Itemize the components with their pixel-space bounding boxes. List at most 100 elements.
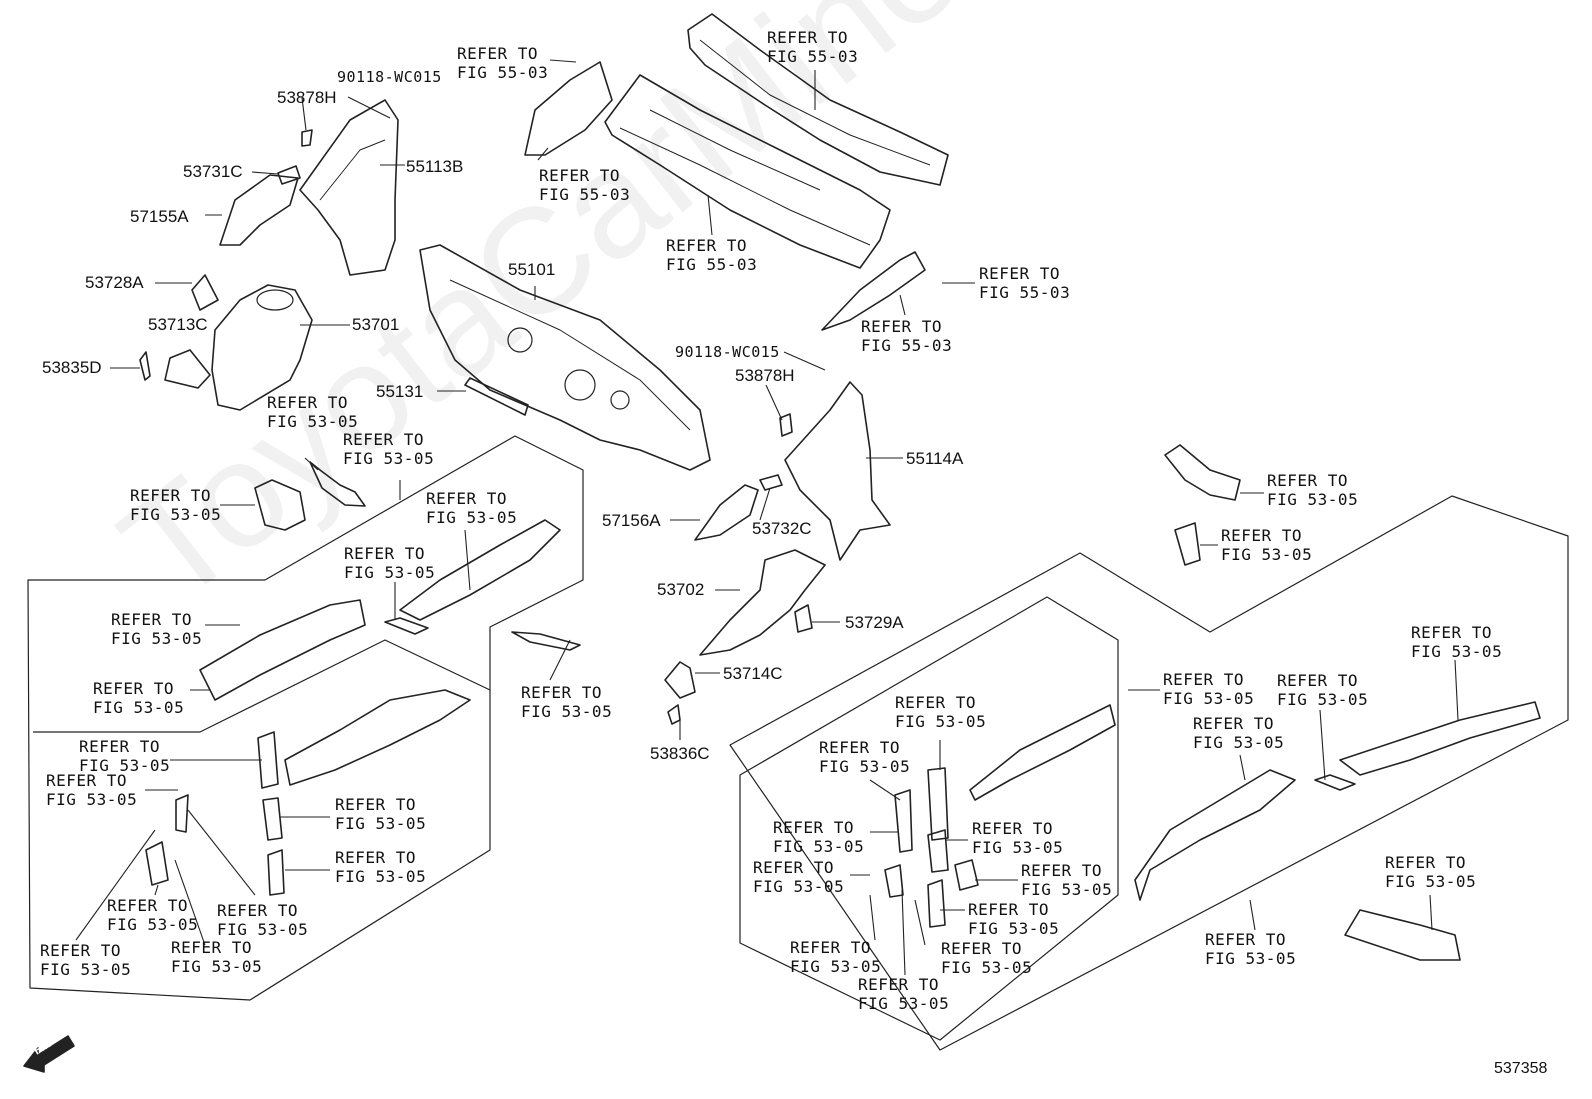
refer-fig-53-05[interactable]: REFER TO FIG 53-05 <box>773 818 865 856</box>
bracket-53729A <box>794 604 813 633</box>
right-inner-boundary <box>739 596 1119 1041</box>
label-90118-WC015-left: 90118-WC015 <box>337 68 442 86</box>
label-55101: 55101 <box>508 260 556 279</box>
refer-fig-53-05[interactable]: REFER TO FIG 53-05 <box>344 544 436 582</box>
label-53732C: 53732C <box>752 519 812 538</box>
right-assembly-boundary <box>729 495 1569 1051</box>
refer-fig-53-05[interactable]: REFER TO FIG 53-05 <box>130 486 222 524</box>
refer-fig-53-05[interactable]: REFER TO FIG 53-05 <box>267 393 359 431</box>
cowl-panel <box>604 74 891 269</box>
bracket-left-b <box>262 797 283 841</box>
rail-right-long <box>1339 701 1541 776</box>
apron-upper-left <box>211 284 313 411</box>
bracket-right-small <box>1174 522 1201 566</box>
bracket-right-inner-c <box>927 879 946 928</box>
label-53878H-left: 53878H <box>277 88 337 107</box>
bracket-right-inner-a <box>927 767 949 841</box>
cowl-top-outer <box>687 13 949 186</box>
label-53731C: 53731C <box>183 162 243 181</box>
dash-panel <box>419 244 711 471</box>
rail-left-long <box>399 519 561 621</box>
fender-apron-right <box>694 484 759 541</box>
refer-fig-53-05[interactable]: REFER TO FIG 53-05 <box>1267 471 1359 509</box>
clip-53835D <box>139 351 151 381</box>
refer-fig-53-05[interactable]: REFER TO FIG 53-05 <box>79 737 171 775</box>
refer-fig-55-03[interactable]: REFER TO FIG 55-03 <box>767 28 859 66</box>
refer-fig-53-05[interactable]: REFER TO FIG 53-05 <box>521 683 613 721</box>
dash-bracket <box>464 377 529 416</box>
diagram-id: 537358 <box>1494 1060 1548 1077</box>
refer-fig-53-05[interactable]: REFER TO FIG 53-05 <box>790 938 882 976</box>
plate-right-small <box>1314 774 1356 791</box>
refer-fig-53-05[interactable]: REFER TO FIG 53-05 <box>426 489 518 527</box>
refer-fig-53-05[interactable]: REFER TO FIG 53-05 <box>1021 861 1113 899</box>
refer-fig-53-05[interactable]: REFER TO FIG 53-05 <box>343 430 435 468</box>
panel-left-small-b <box>309 461 366 507</box>
sidemember-right-lower <box>1134 769 1296 901</box>
bracket-left-e <box>145 841 169 886</box>
bracket-right-inner-b <box>927 829 949 873</box>
label-53713C: 53713C <box>148 315 208 334</box>
refer-fig-53-05[interactable]: REFER TO FIG 53-05 <box>858 975 950 1013</box>
refer-fig-53-05[interactable]: REFER TO FIG 53-05 <box>1163 670 1255 708</box>
label-53729A: 53729A <box>845 613 904 632</box>
brace-53713C <box>164 349 211 389</box>
label-53835D: 53835D <box>42 358 102 377</box>
refer-fig-53-05[interactable]: REFER TO FIG 53-05 <box>335 795 427 833</box>
bracket-53728A <box>191 274 219 311</box>
refer-fig-53-05[interactable]: REFER TO FIG 53-05 <box>107 896 199 934</box>
label-53728A: 53728A <box>85 273 144 292</box>
left-assembly-boundary <box>27 435 584 1001</box>
refer-fig-53-05[interactable]: REFER TO FIG 53-05 <box>1205 930 1297 968</box>
plate-53732C <box>759 474 783 491</box>
rail-left-upper <box>199 599 366 701</box>
cowl-side-left <box>299 99 399 276</box>
refer-fig-53-05[interactable]: REFER TO FIG 53-05 <box>217 901 309 939</box>
plate-53731C <box>277 165 301 185</box>
left-inner-boundary <box>33 639 491 733</box>
refer-fig-53-05[interactable]: REFER TO FIG 53-05 <box>171 938 263 976</box>
cowl-side-bracket-right <box>821 251 926 331</box>
cowl-side-right <box>784 381 891 561</box>
refer-fig-53-05[interactable]: REFER TO FIG 53-05 <box>93 679 185 717</box>
bracket-right-inner-f <box>884 864 904 898</box>
sidemember-right-upper <box>969 704 1116 801</box>
refer-fig-53-05[interactable]: REFER TO FIG 53-05 <box>972 819 1064 857</box>
refer-fig-53-05[interactable]: REFER TO FIG 53-05 <box>46 771 138 809</box>
refer-fig-53-05[interactable]: REFER TO FIG 53-05 <box>968 900 1060 938</box>
refer-fig-53-05[interactable]: REFER TO FIG 53-05 <box>753 858 845 896</box>
refer-fig-55-03[interactable]: REFER TO FIG 55-03 <box>861 317 953 355</box>
refer-fig-53-05[interactable]: REFER TO FIG 53-05 <box>895 693 987 731</box>
label-53702: 53702 <box>657 580 705 599</box>
refer-fig-53-05[interactable]: REFER TO FIG 53-05 <box>40 941 132 979</box>
plate-mid <box>511 631 581 651</box>
bracket-right-inner-e <box>894 789 913 853</box>
extension-right-bottom <box>1344 909 1461 961</box>
refer-fig-53-05[interactable]: REFER TO FIG 53-05 <box>941 939 1033 977</box>
fender-apron-left <box>219 174 299 246</box>
refer-fig-55-03[interactable]: REFER TO FIG 55-03 <box>539 166 631 204</box>
label-90118-WC015-right: 90118-WC015 <box>675 343 780 361</box>
bracket-left-a <box>257 731 279 789</box>
refer-fig-53-05[interactable]: REFER TO FIG 53-05 <box>819 738 911 776</box>
apron-upper-right <box>699 549 826 656</box>
sidemember-left <box>284 689 471 786</box>
refer-fig-53-05[interactable]: REFER TO FIG 53-05 <box>1221 526 1313 564</box>
refer-fig-53-05[interactable]: REFER TO FIG 53-05 <box>335 848 427 886</box>
refer-fig-53-05[interactable]: REFER TO FIG 53-05 <box>1193 714 1285 752</box>
leader-lines <box>75 59 1459 976</box>
refer-fig-55-03[interactable]: REFER TO FIG 55-03 <box>457 44 549 82</box>
bracket-left-c <box>267 849 285 896</box>
refer-fig-53-05[interactable]: REFER TO FIG 53-05 <box>1385 853 1477 891</box>
refer-fig-53-05[interactable]: REFER TO FIG 53-05 <box>1277 671 1369 709</box>
cowl-side-bracket-left <box>524 61 613 156</box>
bracket-right-top <box>1164 444 1241 501</box>
label-55114A: 55114A <box>906 449 964 468</box>
label-55131: 55131 <box>376 382 424 401</box>
refer-fig-55-03[interactable]: REFER TO FIG 55-03 <box>666 236 758 274</box>
refer-fig-55-03[interactable]: REFER TO FIG 55-03 <box>979 264 1071 302</box>
refer-fig-53-05[interactable]: REFER TO FIG 53-05 <box>1411 623 1503 661</box>
refer-fig-53-05[interactable]: REFER TO FIG 53-05 <box>111 610 203 648</box>
